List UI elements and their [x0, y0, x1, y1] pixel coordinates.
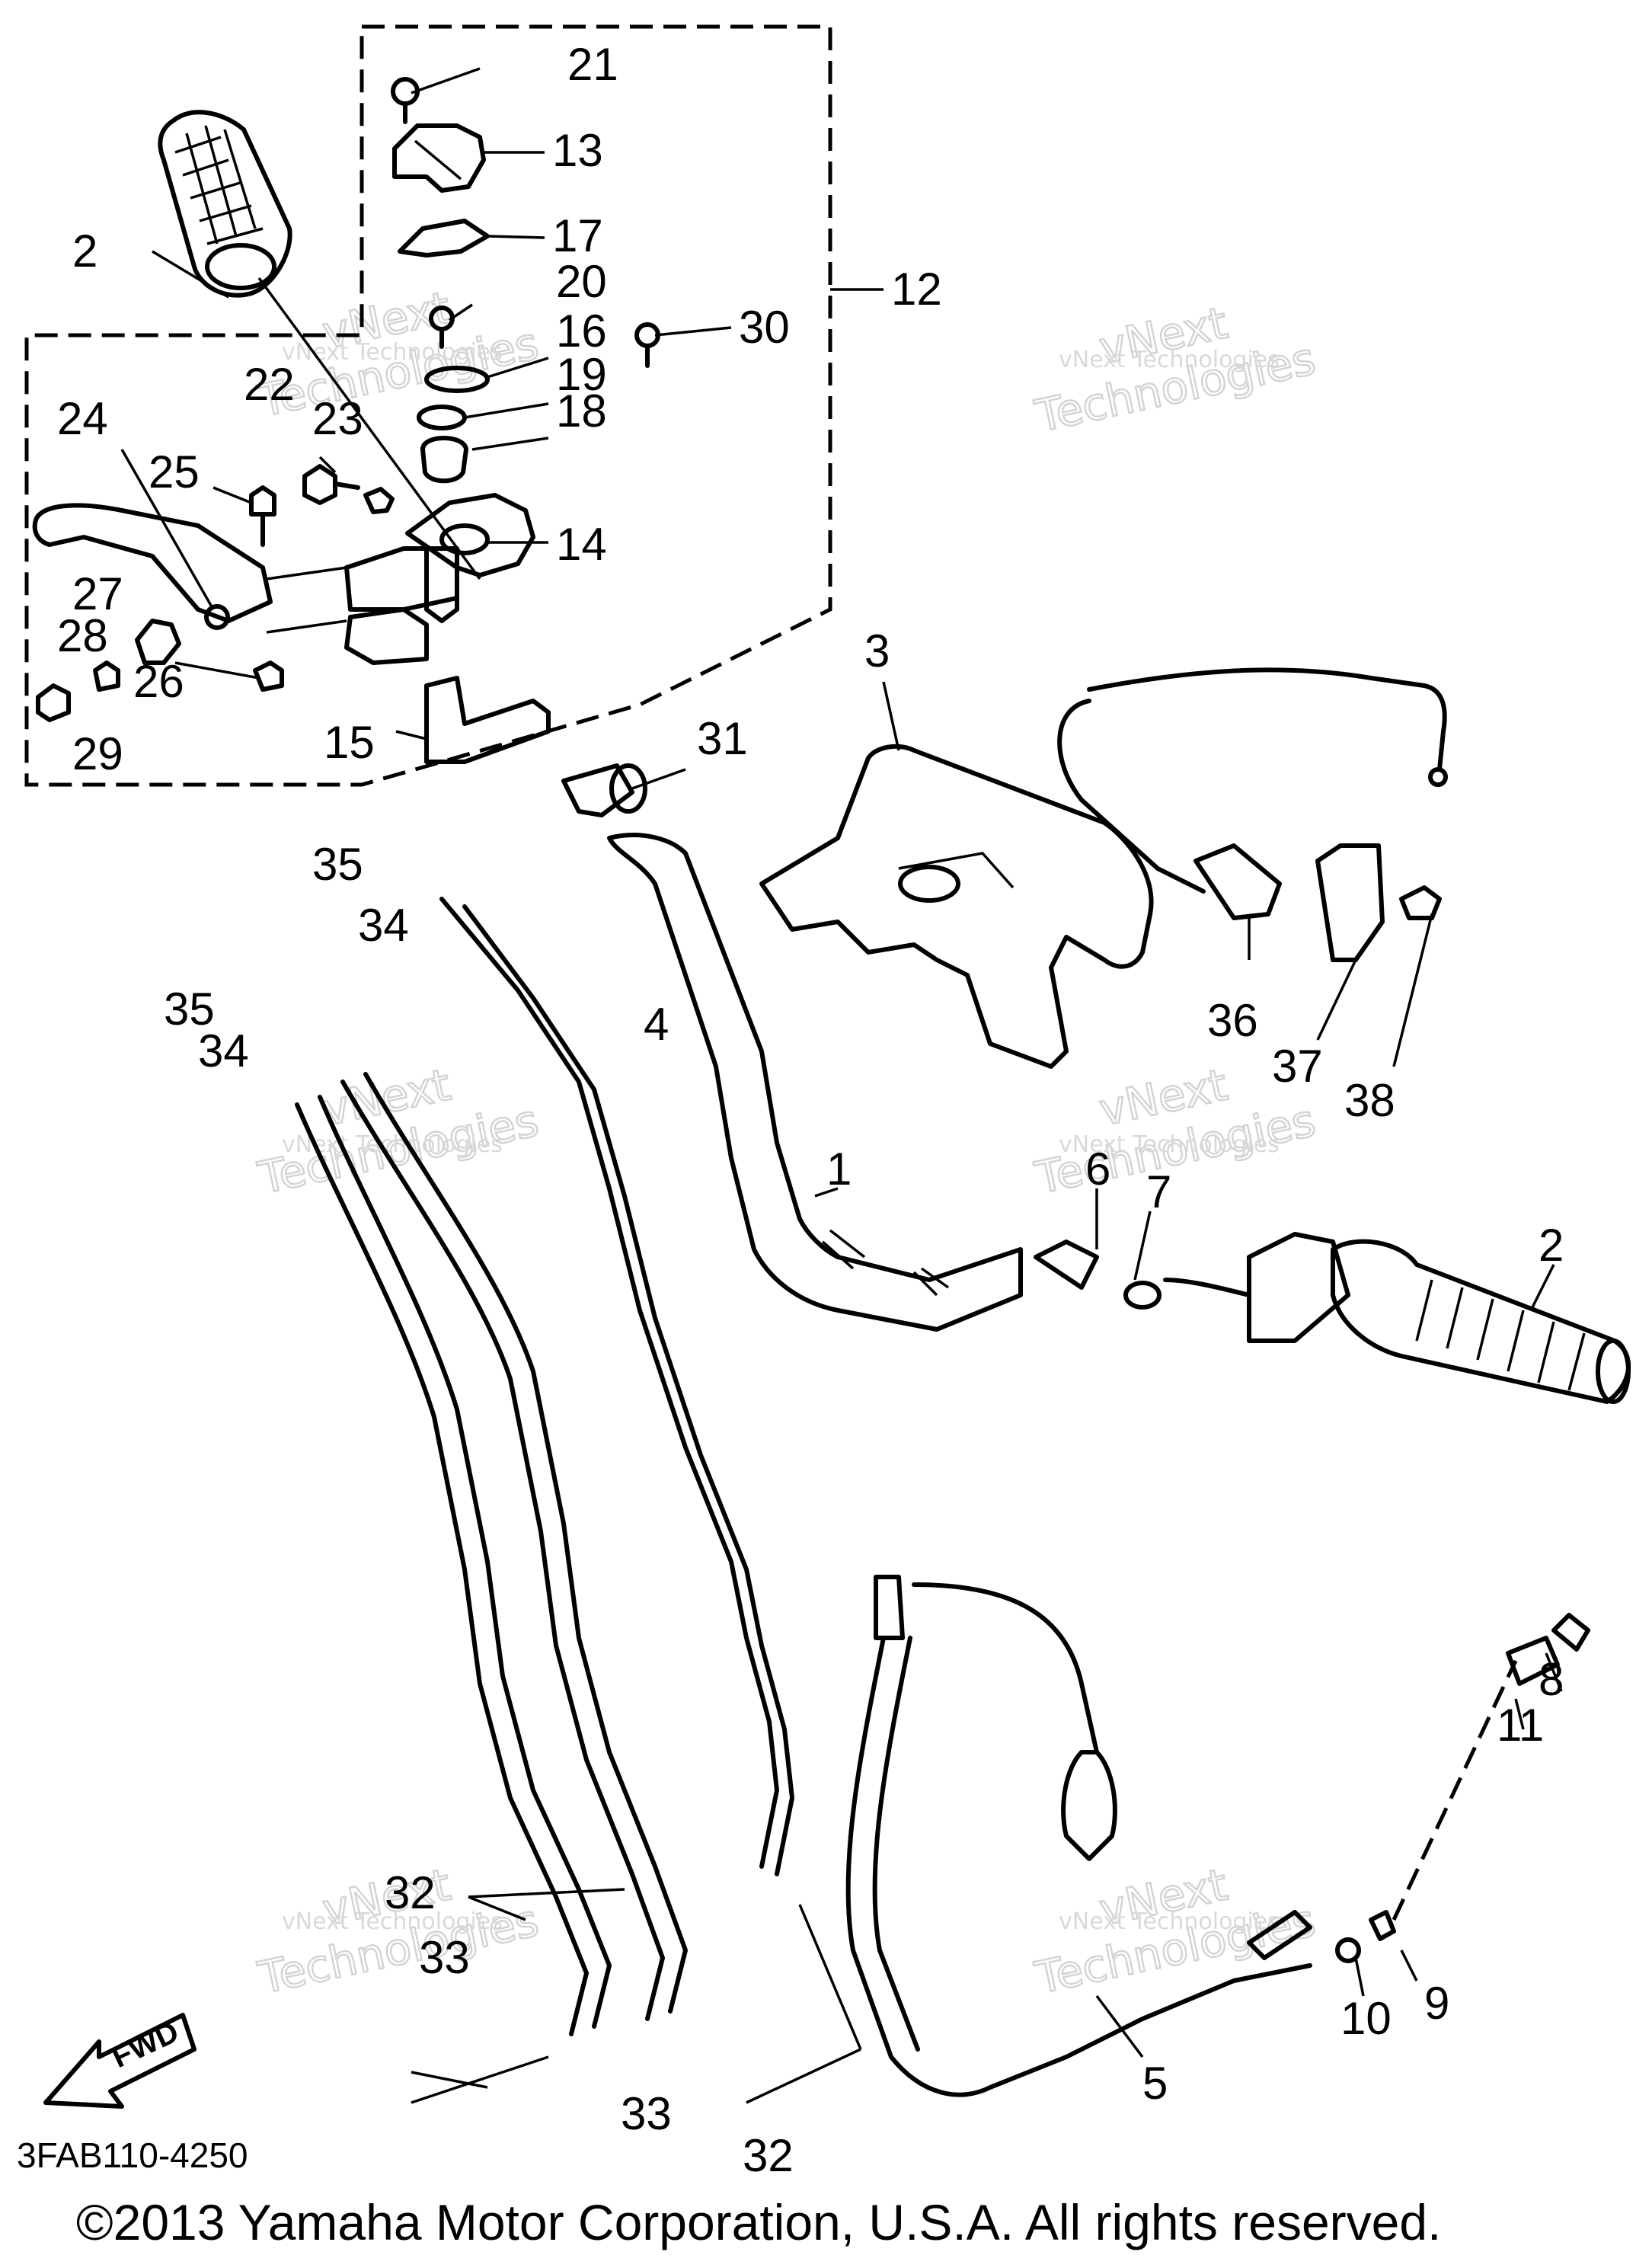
callout-33-lower: 33: [621, 2088, 672, 2139]
callout-37: 37: [1272, 1041, 1323, 1092]
fwd-label: FWD: [107, 2015, 184, 2074]
callout-30: 30: [739, 302, 790, 353]
callout-22: 22: [244, 359, 295, 410]
lever-cover: [391, 77, 490, 257]
callout-29: 29: [72, 728, 123, 779]
copyright-text: ©2013 Yamaha Motor Corporation, U.S.A. A…: [76, 2194, 1441, 2250]
handlebar: [607, 833, 1023, 1332]
callout-33-upper: 33: [419, 1932, 470, 1983]
callout-32-lower: 32: [743, 2130, 794, 2181]
callout-35-upper: 35: [312, 839, 363, 890]
callout-38: 38: [1344, 1075, 1395, 1126]
callout-12: 12: [891, 264, 942, 315]
callout-17: 17: [552, 210, 603, 261]
callout-34-lower: 34: [198, 1025, 249, 1076]
callout-9: 9: [1424, 1978, 1449, 2029]
part-31: [561, 763, 647, 817]
callout-13: 13: [552, 125, 603, 176]
callout-16: 16: [556, 305, 607, 357]
callout-11: 11: [1497, 1700, 1544, 1751]
callout-15: 15: [324, 717, 375, 768]
part-15: [424, 676, 551, 764]
right-grip: [1034, 1232, 1631, 1404]
leaders: [120, 67, 1563, 2104]
callout-35-lower: 35: [164, 984, 215, 1035]
fwd-arrow-icon: FWD: [43, 2013, 197, 2109]
fasteners: [36, 464, 395, 722]
leader-line: [257, 277, 481, 581]
part-code: 3FAB110-4250: [17, 2135, 248, 2175]
callout-36: 36: [1207, 995, 1258, 1046]
callout-2-right: 2: [1539, 1220, 1564, 1271]
clutch-assembly-box: [24, 24, 832, 787]
callout-2-left: 2: [72, 226, 97, 277]
watermark-small: vNext Technologies: [1059, 347, 1280, 373]
callout-18: 18: [556, 385, 607, 437]
callout-14: 14: [556, 519, 607, 570]
clutch-lever: [32, 503, 459, 665]
callout-19: 19: [556, 349, 607, 400]
callout-25: 25: [149, 446, 200, 497]
callout-21: 21: [567, 39, 618, 90]
callout-32-upper: 32: [385, 1867, 436, 1918]
watermark-small: vNext Technologies: [1059, 1908, 1280, 1935]
callout-5: 5: [1142, 2058, 1168, 2109]
callout-34-upper: 34: [358, 900, 409, 951]
callout-20: 20: [556, 256, 607, 307]
brake-cable: [845, 1575, 1590, 2097]
callout-31: 31: [697, 713, 748, 764]
throttle-cable: [1057, 667, 1448, 962]
callout-1: 1: [826, 1143, 852, 1195]
left-grip: [158, 110, 292, 298]
callout-24: 24: [57, 393, 108, 444]
callout-8: 8: [1539, 1654, 1564, 1705]
watermark-small: vNext Technologies: [1059, 1131, 1280, 1158]
clutch-cables: [295, 897, 794, 2036]
watermark-small: vNext Technologies: [282, 1908, 503, 1935]
handlebar-cover: [759, 744, 1154, 1069]
callout-10: 10: [1340, 1993, 1392, 2044]
callout-7: 7: [1146, 1166, 1171, 1217]
callouts: 21 13 17 2 20 12 16 30 19 22 18 24 23 25…: [57, 39, 1564, 2181]
callout-27: 27: [72, 568, 123, 619]
callout-6: 6: [1085, 1143, 1110, 1195]
callout-3: 3: [864, 625, 890, 676]
callout-26: 26: [133, 656, 184, 707]
callout-23: 23: [312, 393, 363, 444]
callout-4: 4: [644, 999, 669, 1050]
callout-28: 28: [57, 610, 108, 661]
